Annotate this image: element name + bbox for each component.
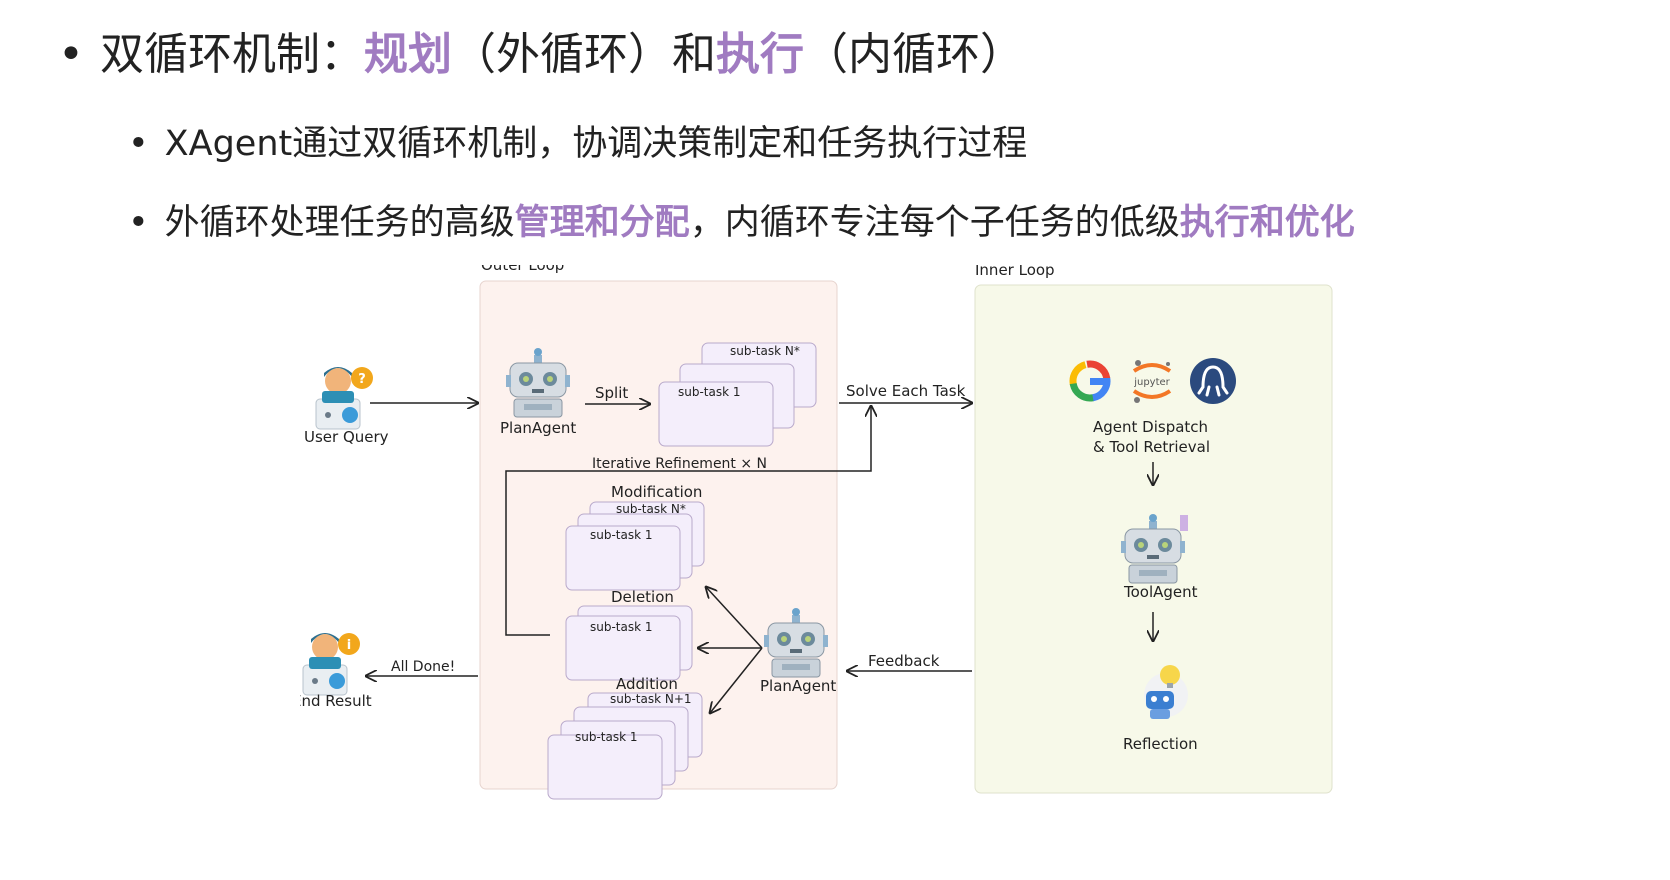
- tool-agent-robot-icon: [1120, 513, 1188, 584]
- heading-prefix: 双循环机制：: [99, 29, 364, 80]
- mod-subtask-1-label: sub-task 1: [590, 528, 653, 542]
- agent-dispatch-label: Agent Dispatch: [1093, 418, 1208, 436]
- svg-text:i: i: [347, 638, 351, 653]
- plan-agent-label: PlanAgent: [500, 419, 576, 437]
- fan-arrow-modification: [706, 587, 763, 649]
- deletion-label: Deletion: [611, 588, 674, 606]
- addition-label: Addition: [616, 675, 678, 693]
- heading-outer: （外循环）和: [451, 29, 716, 80]
- tool-retrieval-label: & Tool Retrieval: [1093, 438, 1210, 456]
- bullet-dot: •: [128, 203, 149, 243]
- bullet-dot: •: [58, 29, 84, 80]
- fan-arrow-addition: [710, 647, 763, 713]
- bullet-dot: •: [128, 124, 149, 164]
- sub-bullet-1: • XAgent通过双循环机制，协调决策制定和任务执行过程: [128, 115, 1027, 166]
- google-icon: [1069, 360, 1111, 402]
- iterative-refinement-label: Iterative Refinement × N: [592, 456, 767, 472]
- split-label: Split: [595, 384, 628, 402]
- subtask-stack-modification: [565, 501, 705, 591]
- user-query-label: User Query: [304, 428, 389, 446]
- refinement-loop-line: [505, 406, 871, 636]
- subtask-stack-addition: [547, 692, 703, 800]
- heading-inner: （内循环）: [803, 29, 1024, 80]
- all-done-label: All Done!: [391, 659, 455, 675]
- tool-agent-label: ToolAgent: [1123, 583, 1198, 601]
- subtask-n-label: sub-task N*: [730, 344, 800, 358]
- jupyter-text: jupyter: [1133, 377, 1170, 388]
- xagent-loop-diagram: Outer Loop Inner Loop ? User Query PlanA…: [300, 265, 1333, 800]
- end-result-icon: i: [302, 632, 360, 696]
- modification-label: Modification: [611, 483, 702, 501]
- inner-loop-label: Inner Loop: [975, 265, 1055, 279]
- user-query-icon: ?: [315, 366, 373, 430]
- add-subtask-n1-label: sub-task N+1: [610, 692, 692, 706]
- mod-subtask-n-label: sub-task N*: [616, 502, 686, 516]
- sub-bullet-2-highlight-1: 管理和分配: [514, 203, 690, 243]
- reflection-label: Reflection: [1123, 735, 1198, 753]
- subtask-1-label: sub-task 1: [678, 385, 741, 399]
- solve-each-task-label: Solve Each Task: [846, 382, 966, 400]
- sub-bullet-2: • 外循环处理任务的高级管理和分配，内循环专注每个子任务的低级执行和优化: [128, 194, 1355, 245]
- svg-text:?: ?: [358, 372, 366, 387]
- plan-agent-bottom-label: PlanAgent: [760, 677, 836, 695]
- del-subtask-1-label: sub-task 1: [590, 620, 653, 634]
- outer-loop-label: Outer Loop: [481, 265, 564, 274]
- feedback-label: Feedback: [868, 652, 940, 670]
- subtask-stack-top: [658, 342, 817, 447]
- reflection-icon: [1144, 665, 1188, 719]
- sub-bullet-2-b: ，内循环专注每个子任务的低级: [689, 203, 1180, 243]
- heading-exec: 执行: [715, 29, 804, 80]
- subtask-stack-deletion: [565, 605, 693, 681]
- heading-plan: 规划: [363, 29, 452, 80]
- slide-heading: • 双循环机制：规划（外循环）和执行（内循环）: [58, 18, 1024, 82]
- add-subtask-1-label: sub-task 1: [575, 730, 638, 744]
- sub-bullet-2-a: 外循环处理任务的高级: [164, 203, 515, 243]
- end-result-label: End Result: [300, 692, 372, 710]
- jupyter-icon: jupyter: [1132, 360, 1172, 403]
- octopus-tool-icon: [1190, 358, 1236, 404]
- sub-bullet-1-text: XAgent通过双循环机制，协调决策制定和任务执行过程: [164, 124, 1028, 164]
- sub-bullet-2-highlight-2: 执行和优化: [1179, 203, 1355, 243]
